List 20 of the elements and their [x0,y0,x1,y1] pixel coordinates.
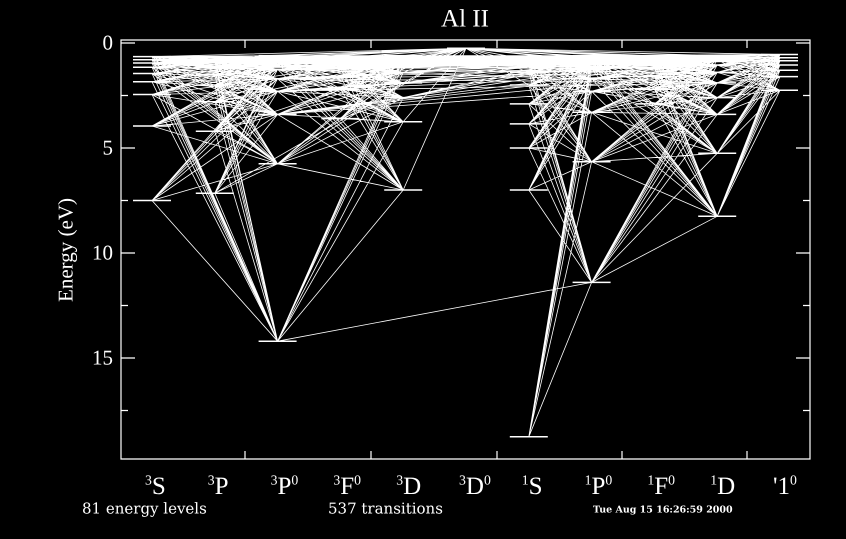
term-label: $^{3}$D [396,477,422,497]
axis-tick-label: 15 [92,348,113,368]
axis-tick-label: 0 [102,32,113,54]
term-label: $^{1}$F$^{0}$ [647,477,676,497]
term-label: $^{3}$P$^{0}$ [270,477,298,497]
term-label: $^{3}$F$^{0}$ [333,477,362,497]
axis-title: Energy (eV) [56,198,76,302]
axis-tick-label: 5 [102,138,113,158]
term-label: $^{1}$P$^{0}$ [584,477,612,497]
footer-note: 537 transitions [328,502,443,516]
term-label: $^{1}$S [522,477,543,497]
term-label: $^{3}$S [145,477,166,497]
term-label: $^{3}$D$^{0}$ [459,477,491,497]
chart-title: Al II [441,6,489,32]
term-label: '1$^{0}$ [773,477,797,497]
footer-note: 81 energy levels [82,502,207,516]
timestamp: Tue Aug 15 16:26:59 2000 [593,505,733,515]
term-label: $^{3}$P [208,477,229,497]
axis-tick-label: 10 [92,242,113,264]
term-label: $^{1}$D [710,477,736,497]
